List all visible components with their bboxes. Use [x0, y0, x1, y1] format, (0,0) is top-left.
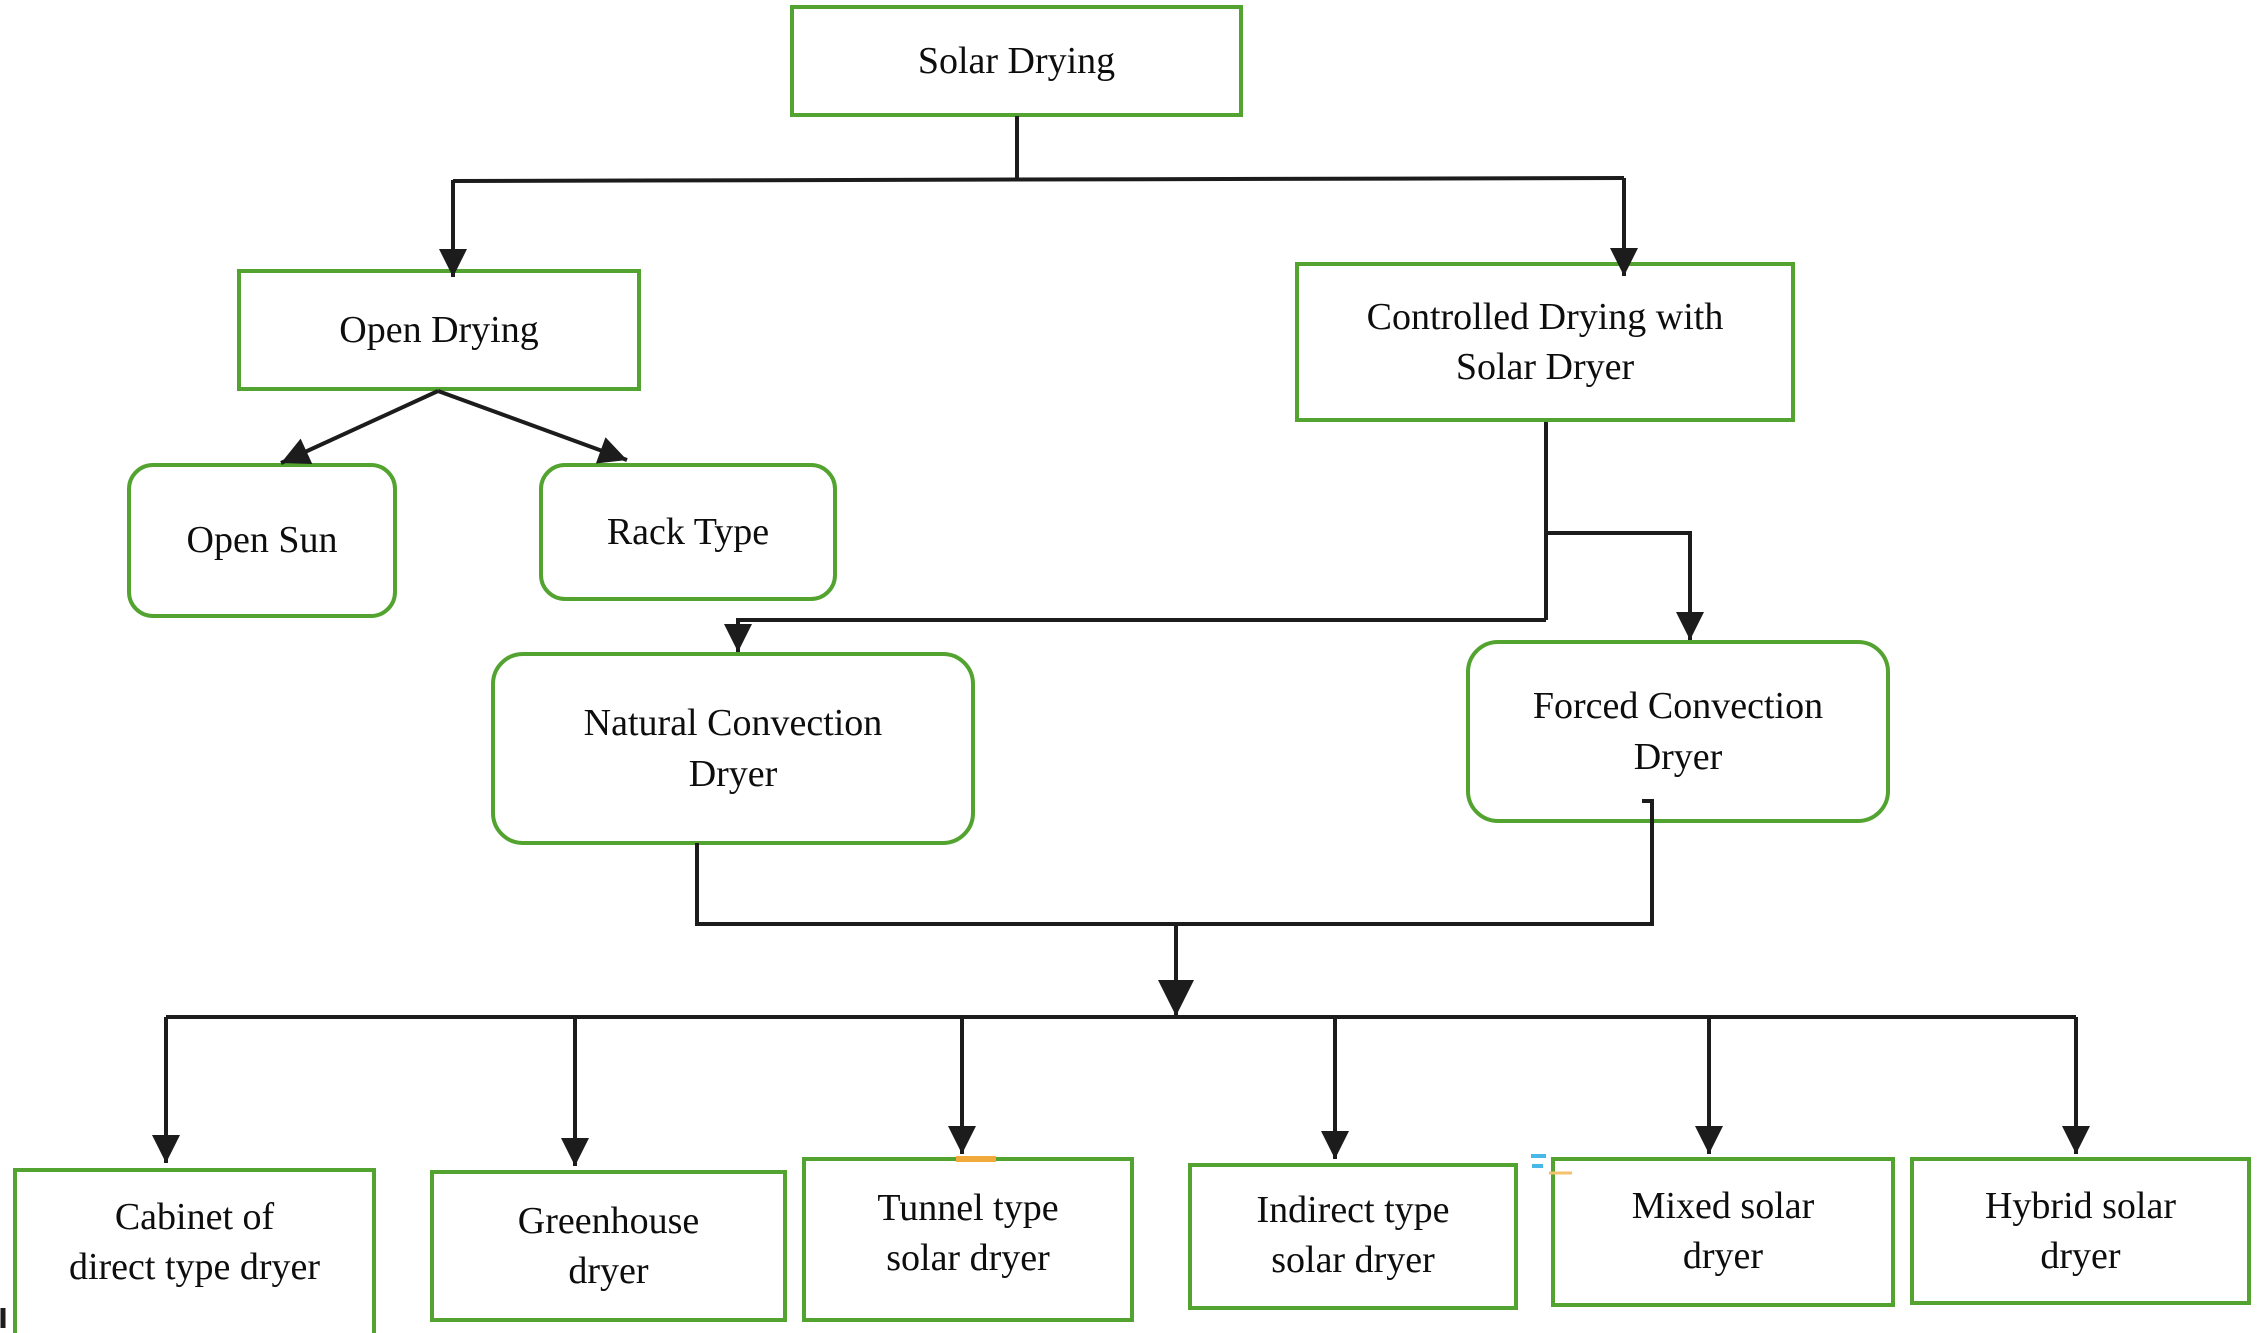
- node-tunnel-line1: Tunnel type: [877, 1187, 1059, 1229]
- node-cabinet-direct-type-dryer: Cabinet of direct type dryer: [13, 1168, 376, 1333]
- node-open-sun: Open Sun: [127, 463, 397, 618]
- node-open-drying: Open Drying: [237, 269, 641, 391]
- node-open-sun-label: Open Sun: [186, 519, 338, 562]
- node-mixed-solar-dryer: Mixed solar dryer: [1551, 1157, 1895, 1307]
- edge-arrow-to-forced: [1546, 531, 1704, 640]
- node-cabinet-line1: Cabinet of: [114, 1196, 275, 1238]
- node-rack-type: Rack Type: [539, 463, 837, 601]
- node-natural-convection-line1: Natural Convection: [583, 702, 883, 745]
- node-controlled-drying: Controlled Drying with Solar Dryer: [1295, 262, 1795, 422]
- node-indirect-line2: solar dryer: [1271, 1239, 1435, 1282]
- node-cabinet-line2: direct type dryer: [68, 1246, 321, 1289]
- node-tunnel-line2: solar dryer: [886, 1237, 1050, 1280]
- edge-top-crossbar: [452, 176, 1625, 183]
- node-mixed-line2: dryer: [1682, 1235, 1764, 1278]
- edge-arrow-to-open-sun: [280, 389, 439, 465]
- node-forced-convection-dryer: Forced Convection Dryer: [1466, 640, 1890, 823]
- edge-arrow-to-rack-type: [437, 389, 628, 464]
- node-rack-type-label: Rack Type: [606, 510, 770, 553]
- node-forced-convection-line2: Dryer: [1633, 735, 1723, 778]
- node-solar-drying: Solar Drying: [790, 5, 1243, 117]
- node-greenhouse-line1: Greenhouse: [517, 1200, 700, 1242]
- node-controlled-drying-line2: Solar Dryer: [1455, 346, 1635, 388]
- node-solar-drying-label: Solar Drying: [917, 39, 1116, 82]
- node-indirect-type-solar-dryer: Indirect type solar dryer: [1188, 1163, 1518, 1310]
- node-hybrid-line1: Hybrid solar: [1984, 1185, 2177, 1227]
- node-open-drying-label: Open Drying: [339, 308, 539, 351]
- node-forced-convection-line1: Forced Convection: [1532, 685, 1824, 728]
- node-natural-convection-line2: Dryer: [688, 752, 778, 795]
- node-natural-convection-dryer: Natural Convection Dryer: [491, 652, 975, 845]
- node-tunnel-type-solar-dryer: Tunnel type solar dryer: [802, 1157, 1134, 1322]
- node-greenhouse-dryer: Greenhouse dryer: [430, 1170, 787, 1322]
- node-indirect-line1: Indirect type: [1256, 1189, 1450, 1231]
- node-mixed-line1: Mixed solar: [1631, 1185, 1815, 1227]
- node-hybrid-solar-dryer: Hybrid solar dryer: [1910, 1157, 2251, 1305]
- node-controlled-drying-line1: Controlled Drying with: [1366, 295, 1724, 338]
- node-hybrid-line2: dryer: [2040, 1235, 2121, 1278]
- node-greenhouse-line2: dryer: [568, 1250, 649, 1293]
